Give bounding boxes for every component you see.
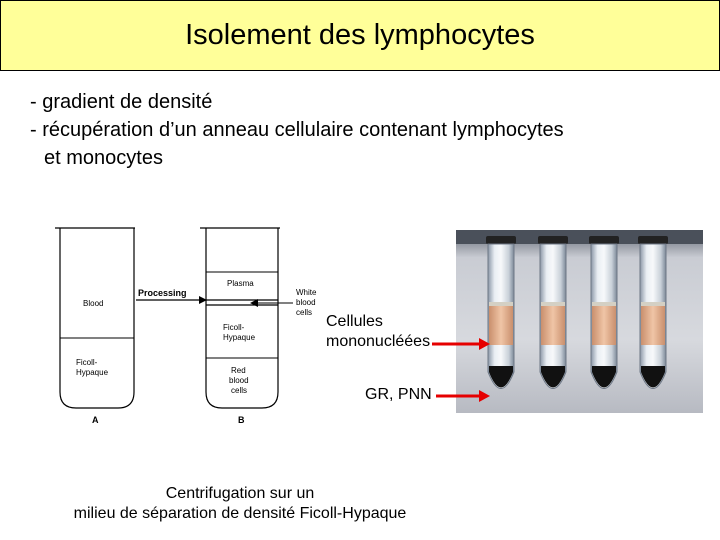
caption-line-2: milieu de séparation de densité Ficoll-H… xyxy=(73,505,407,522)
tube-b-hypaque-label: Hypaque xyxy=(223,333,256,342)
photo-tube-4 xyxy=(638,236,668,389)
photo-tube-3 xyxy=(589,236,619,389)
processing-arrow: Processing xyxy=(136,288,207,304)
granulocyte-callout: GR, PNN xyxy=(365,386,432,403)
tube-b-plasma-label: Plasma xyxy=(227,279,254,288)
bullet-list: - gradient de densité - récupération d’u… xyxy=(30,88,710,172)
tube-a-letter: A xyxy=(92,415,99,425)
callout-arrows xyxy=(432,338,490,402)
white-cells-label-3: cells xyxy=(296,308,312,317)
bullet-continuation: et monocytes xyxy=(44,147,163,169)
tube-b-letter: B xyxy=(238,415,245,425)
title-banner: Isolement des lymphocytes xyxy=(0,0,720,71)
tube-b-cells-label: cells xyxy=(231,386,247,395)
caption-line-1: Centrifugation sur un xyxy=(165,485,315,502)
tube-a: Blood Ficoll- Hypaque A xyxy=(55,227,135,425)
mononuclear-line-2: mononucléées xyxy=(326,333,431,350)
photo-tube-2 xyxy=(538,236,568,389)
slide-title: Isolement des lymphocytes xyxy=(185,19,535,51)
tube-b-ficoll-label: Ficoll- xyxy=(223,323,245,332)
tube-b-red-label: Red xyxy=(231,366,246,375)
photo-tube-1 xyxy=(486,236,516,389)
mononuclear-line-1: Cellules xyxy=(326,313,383,330)
tube-b: Plasma Ficoll- Hypaque Red blood cells B… xyxy=(200,227,317,425)
tube-a-hypaque-label: Hypaque xyxy=(76,368,109,377)
tube-photo xyxy=(456,230,703,413)
bullet-cell-ring: - récupération d’un anneau cellulaire co… xyxy=(30,119,564,141)
white-cells-label-2: blood xyxy=(296,298,316,307)
figure-caption: Centrifugation sur un milieu de séparati… xyxy=(40,484,440,524)
tube-b-blood-label: blood xyxy=(229,376,249,385)
mononuclear-callout: Cellules mononucléées xyxy=(326,312,430,352)
tube-a-blood-label: Blood xyxy=(83,299,103,308)
processing-label: Processing xyxy=(138,288,187,298)
tube-a-ficoll-label: Ficoll- xyxy=(76,358,98,367)
white-cells-label-1: White xyxy=(296,288,317,297)
bullet-density-gradient: - gradient de densité xyxy=(30,91,213,113)
